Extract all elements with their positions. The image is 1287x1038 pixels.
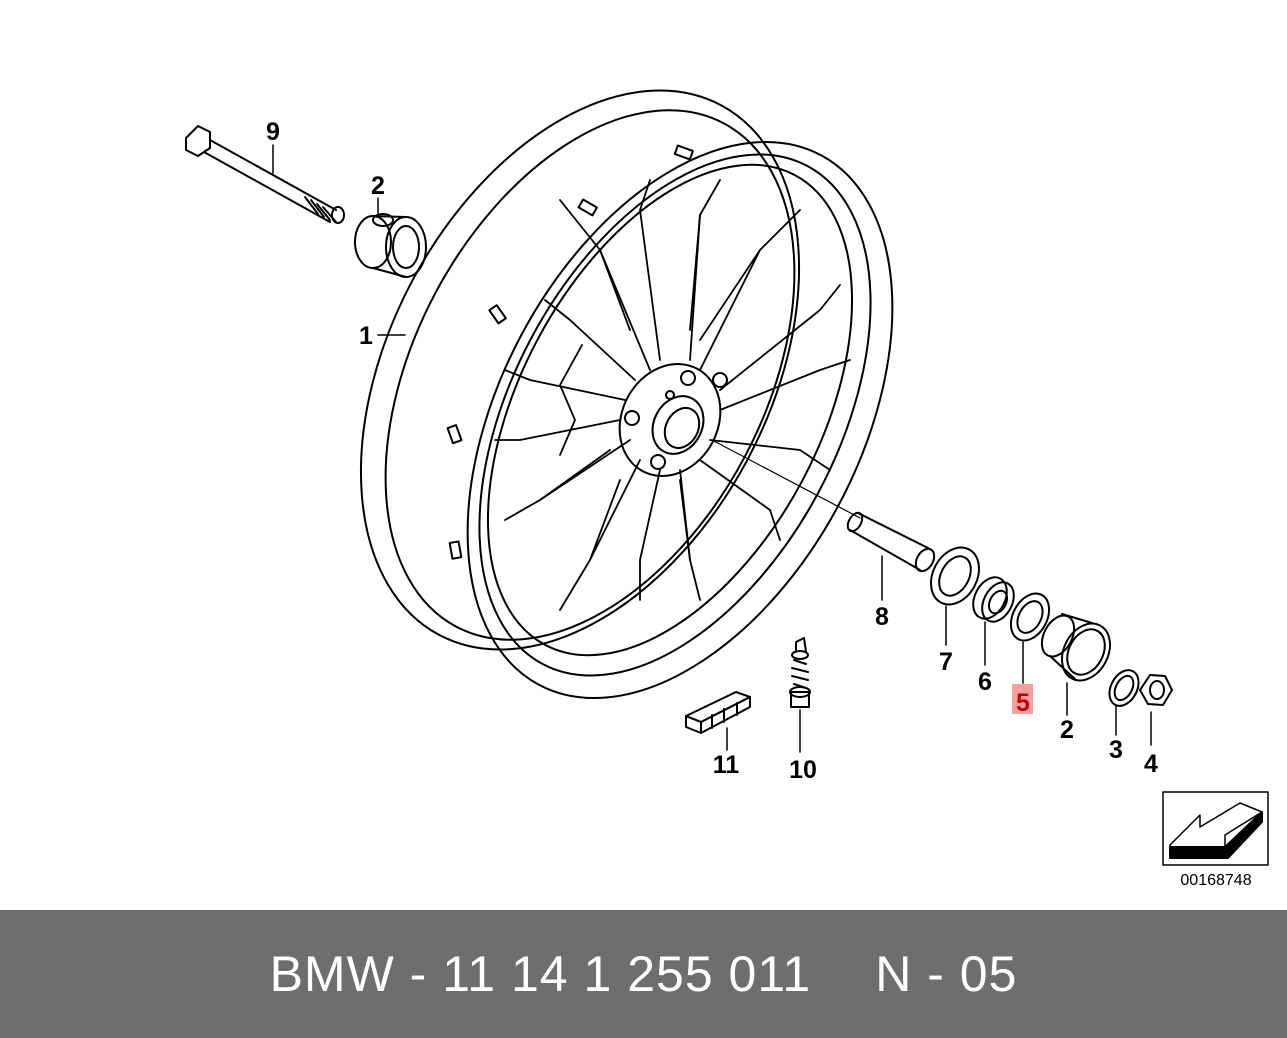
part-5-seal-ring <box>1009 592 1051 642</box>
direction-arrow-icon <box>1162 791 1269 866</box>
callout-1: 1 <box>359 322 373 350</box>
part-4-nut <box>1139 674 1173 706</box>
wheel-rim <box>359 89 894 700</box>
part-7-washer <box>930 546 980 606</box>
part-9-bolt <box>185 125 345 224</box>
part-2-spacer-right <box>1040 613 1111 682</box>
callout-2-top: 2 <box>371 172 385 200</box>
callout-10: 10 <box>789 756 817 784</box>
callout-7: 7 <box>939 648 953 676</box>
part-2-spacer-left <box>354 213 427 278</box>
callout-4: 4 <box>1144 750 1158 778</box>
wheel-hub <box>618 363 728 477</box>
reference-number: 00168748 <box>1180 872 1251 889</box>
part-6-bearing <box>972 576 1015 623</box>
callout-11: 11 <box>713 751 740 779</box>
footer-bar: BMW - 11 14 1 255 011 N - 05 <box>0 910 1287 1038</box>
wheel-spokes <box>494 179 851 611</box>
position-label: N - 05 <box>875 946 1018 1002</box>
callout-highlight <box>1012 684 1033 714</box>
parts-diagram: 9 2 1 8 7 6 5 2 3 4 11 10 00168748 <box>185 89 1269 889</box>
part-11-balance-weight <box>685 691 751 734</box>
callout-2-right: 2 <box>1060 716 1074 744</box>
callout-5: 5 <box>1016 689 1030 717</box>
callout-9: 9 <box>266 118 280 146</box>
part-8-sleeve <box>711 439 936 573</box>
callout-6: 6 <box>978 668 992 696</box>
callout-3: 3 <box>1109 736 1123 764</box>
part-3-washer <box>1108 669 1140 707</box>
part-10-valve <box>789 637 811 708</box>
part-number-label: BMW - 11 14 1 255 011 <box>269 946 812 1002</box>
callout-8: 8 <box>875 603 889 631</box>
